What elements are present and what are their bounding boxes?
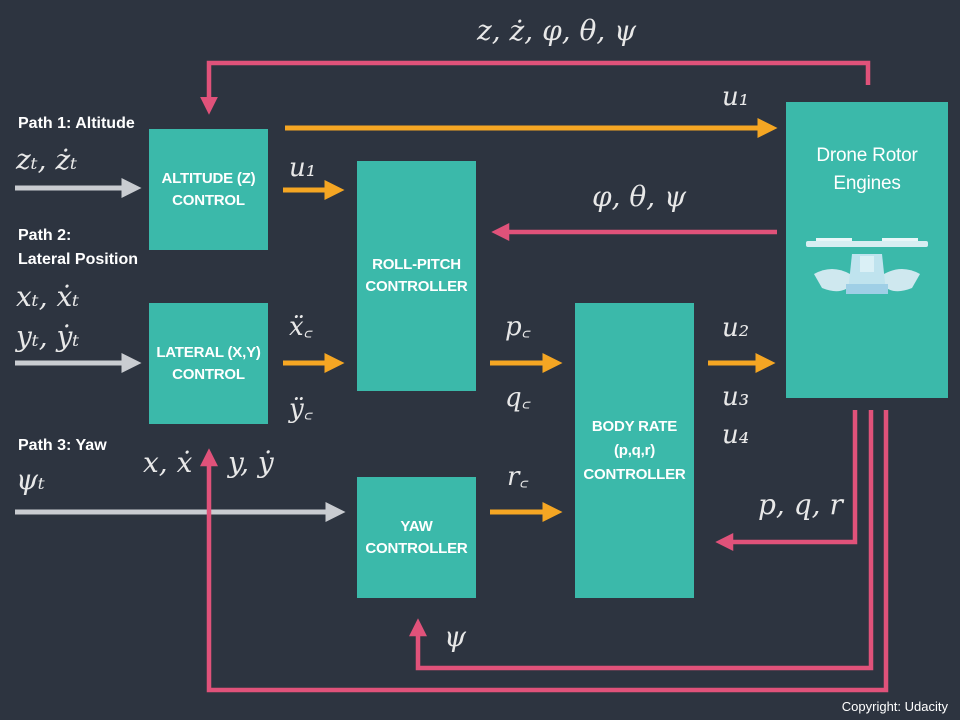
psi-input-label: ψₜ [16, 463, 45, 496]
roll-pitch-controller-block: ROLL-PITCH CONTROLLER [357, 161, 476, 391]
drone-icon [806, 238, 928, 294]
body-rate-controller-block: BODY RATE (p,q,r) CONTROLLER [575, 303, 694, 598]
u3-label: u₃ [722, 382, 750, 412]
path1-label: Path 1: Altitude [18, 115, 135, 132]
yc-label: ÿ꜀ [289, 394, 313, 424]
rc-label: r꜀ [507, 462, 529, 492]
z-input-label: zₜ, żₜ [16, 143, 78, 176]
drone-rotor-engines-block: Drone Rotor Engines [786, 102, 948, 398]
altitude-control-block: ALTITUDE (Z) CONTROL [149, 129, 268, 250]
x-input-label: xₜ, ẋₜ [16, 280, 80, 313]
pqr-feedback-label: p, q, r [758, 488, 843, 521]
x-feedback-label: x, ẋ [143, 446, 193, 479]
attitude-feedback-label: φ, θ, ψ [592, 180, 687, 213]
u1-mid-label: u₁ [289, 153, 317, 183]
qc-label: q꜀ [505, 383, 531, 413]
lateral-control-block: LATERAL (X,Y) CONTROL [149, 303, 268, 424]
u1-top-label: u₁ [722, 82, 750, 112]
arrow-xy-feedback [200, 410, 889, 693]
y-feedback-label: y, ẏ [228, 446, 274, 479]
arrow-psi-feedback [409, 410, 874, 671]
path2-label: Path 2: Lateral Position [18, 227, 139, 268]
y-input-label: yₜ, ẏₜ [16, 320, 80, 353]
xc-label: ẍ꜀ [289, 312, 313, 342]
u4-label: u₄ [722, 420, 750, 450]
drone-title: Drone Rotor Engines [816, 145, 918, 194]
yaw-controller-block: YAW CONTROLLER [357, 477, 476, 598]
pc-label: p꜀ [505, 312, 531, 342]
u2-label: u₂ [722, 313, 750, 343]
feedback-top-label: z, ż, φ, θ, ψ [477, 14, 637, 47]
path3-label: Path 3: Yaw [18, 437, 107, 454]
psi-feedback-label: ψ [444, 620, 466, 653]
arrow-feedback-top [200, 60, 871, 115]
copyright-text: Copyright: Udacity [841, 699, 948, 714]
arrow-pqr-feedback [715, 410, 858, 551]
